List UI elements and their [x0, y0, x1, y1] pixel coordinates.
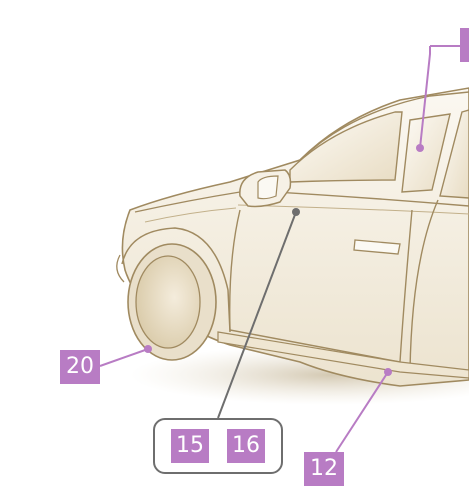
rear-door-window: [439, 109, 469, 199]
wing-mirror-glass: [257, 175, 279, 200]
callout-15: 15: [171, 429, 209, 463]
leader-line-top-right: [419, 46, 431, 149]
callout-16: 16: [227, 429, 265, 463]
hood-line: [134, 191, 241, 213]
door-handle: [353, 239, 401, 255]
windshield: [289, 111, 403, 183]
roof-line: [299, 91, 469, 161]
leader-line-door: [217, 211, 297, 419]
leader-line-wheel: [99, 348, 149, 367]
rear-door-seam: [409, 199, 439, 371]
hood-crease: [144, 207, 237, 223]
front-door-window: [401, 113, 451, 193]
rocker-strip: [217, 331, 469, 379]
callout-20: 20: [60, 350, 100, 384]
wheel-arch: [121, 227, 231, 333]
front-wheel-rim: [135, 255, 201, 349]
callout-1: 1: [460, 28, 469, 62]
leader-line-rocker: [335, 371, 389, 453]
callout-12: 12: [304, 452, 344, 486]
front-bumper: [116, 254, 125, 283]
leader-dot-wheel: [144, 345, 152, 353]
leader-dot-rocker: [384, 368, 392, 376]
leader-dot-window: [416, 144, 424, 152]
leader-dot-door: [292, 208, 300, 216]
